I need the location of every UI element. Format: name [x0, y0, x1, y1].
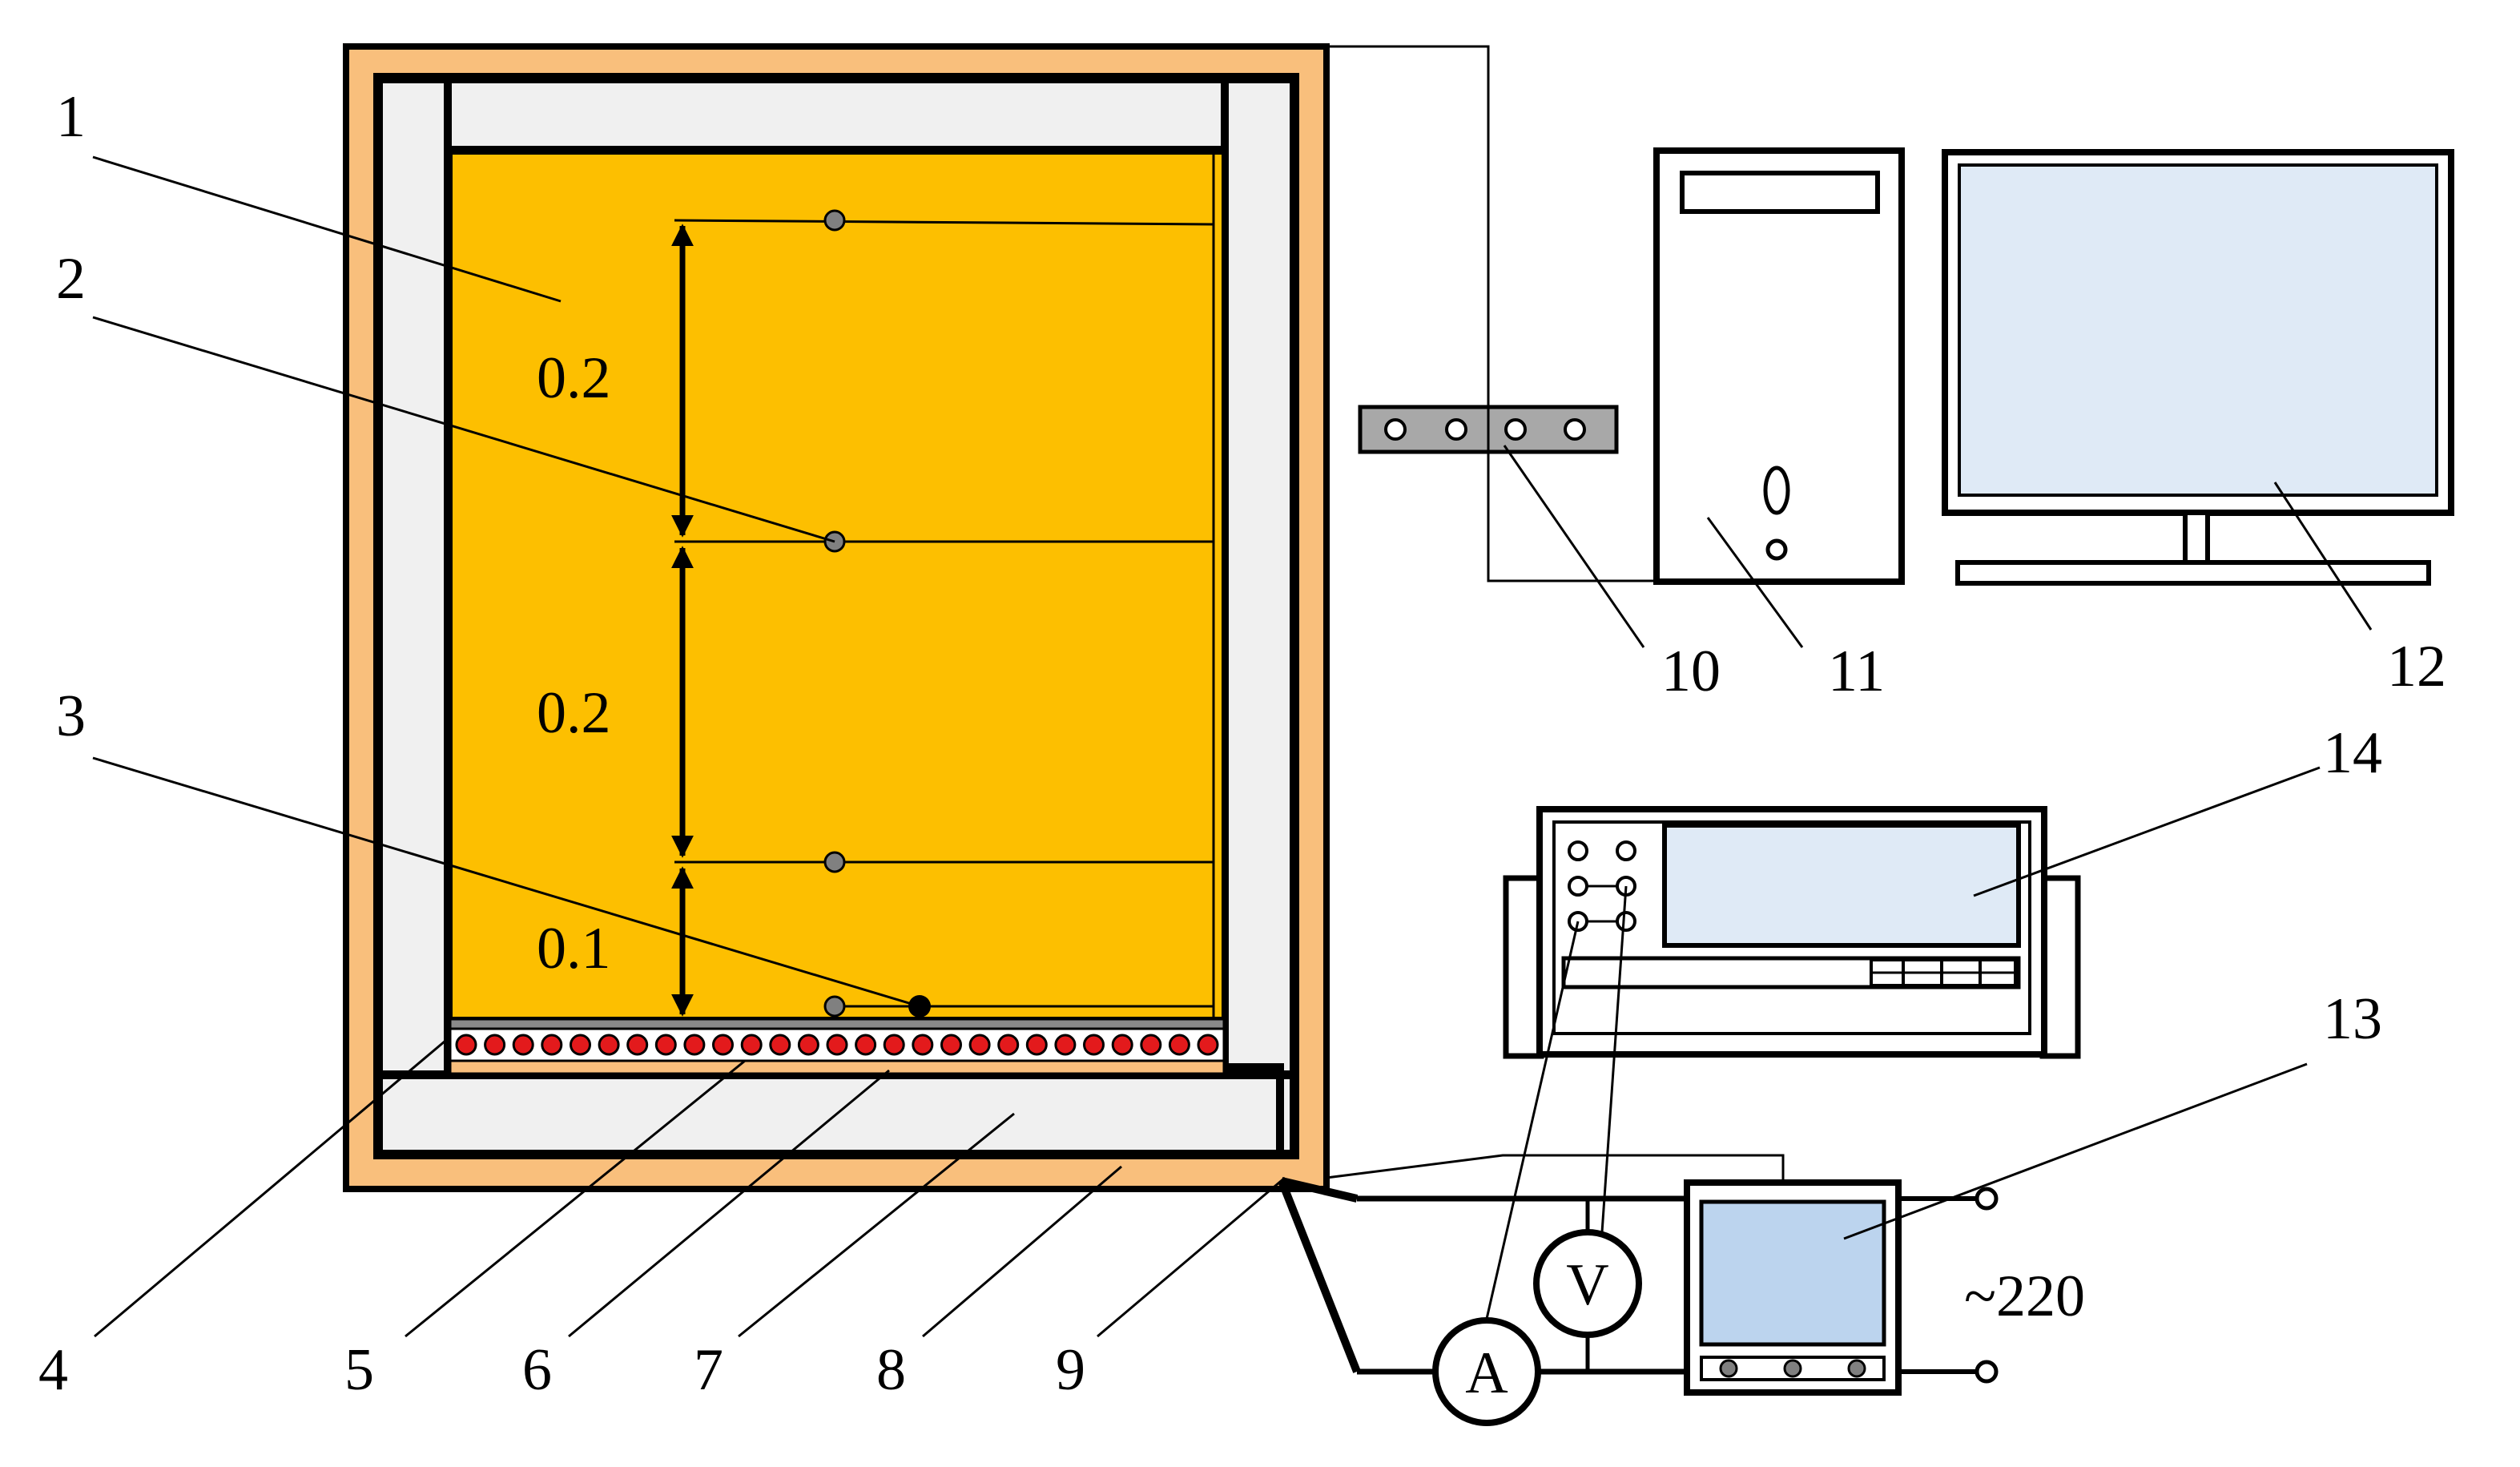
- heat-spreader-plate: [449, 1018, 1226, 1030]
- monitor-base: [1955, 560, 2431, 586]
- thermocouple-lower: [823, 851, 846, 873]
- heater-element-dot: [769, 1034, 791, 1056]
- heater-element-dot: [1054, 1034, 1077, 1056]
- heater-element-dot: [968, 1034, 991, 1056]
- voltmeter: V: [1533, 1229, 1642, 1338]
- power-lead: [1224, 1063, 1284, 1154]
- supply-voltage-label: ~220: [1964, 1263, 2085, 1329]
- leader-lines: [92, 155, 2373, 1338]
- insulation-right: [1222, 77, 1296, 1077]
- heater-element-dot: [626, 1034, 649, 1056]
- heater-element-dot: [683, 1034, 706, 1056]
- heater-element-dot: [855, 1034, 877, 1056]
- drive-bay: [1680, 171, 1880, 214]
- heater-element-dot: [484, 1034, 506, 1056]
- label-3: 3: [56, 683, 86, 749]
- logger-screen: [1662, 823, 2021, 948]
- label-6: 6: [522, 1337, 552, 1403]
- monitor-neck: [2183, 510, 2210, 565]
- heater-element-dot: [512, 1034, 534, 1056]
- test-sample: [448, 150, 1226, 1022]
- heater-element-dot: [1025, 1034, 1048, 1056]
- label-12: 12: [2387, 634, 2446, 699]
- monitor: [1942, 149, 2454, 586]
- dimension-arrows: 0.2 0.2 0.1: [537, 224, 694, 1017]
- part-labels: 1 2 3 4 5 6 7 8 9 10 11 12 13 14: [38, 84, 2446, 1403]
- logger-handle-left: [1503, 875, 1544, 1059]
- heater-element-dot: [654, 1034, 677, 1056]
- heater-element-dot: [598, 1034, 620, 1056]
- heater-element-dot: [740, 1034, 763, 1056]
- heater-element-dot: [997, 1034, 1020, 1056]
- label-2: 2: [56, 246, 86, 312]
- heater-element-dot: [1197, 1034, 1219, 1056]
- voltmeter-symbol: V: [1566, 1252, 1608, 1318]
- voltage-regulator: [1684, 1179, 1902, 1396]
- logger-handle-right: [2039, 875, 2081, 1059]
- supply-terminal-bottom: [1975, 1360, 1999, 1384]
- heater-element-dot: [1140, 1034, 1162, 1056]
- heater-element-dot: [912, 1034, 934, 1056]
- dimension-bottom-value: 0.1: [537, 916, 611, 981]
- heater-element-dot: [797, 1034, 819, 1056]
- ammeter: A: [1432, 1317, 1541, 1426]
- supply-terminal-top: [1975, 1187, 1999, 1211]
- signal-cable: [1326, 45, 1657, 582]
- thermocouples: [674, 209, 1214, 1018]
- power-button: [1763, 465, 1790, 515]
- indicator-light: [1765, 538, 1788, 561]
- monitor-screen: [1958, 163, 2438, 497]
- heater-elements: [455, 1034, 1219, 1056]
- ammeter-symbol: A: [1465, 1340, 1508, 1406]
- label-1: 1: [56, 84, 86, 150]
- heater-element-dot: [940, 1034, 962, 1056]
- insulation-top: [445, 77, 1227, 152]
- heater-element-dot: [1111, 1034, 1133, 1056]
- label-14: 14: [2323, 720, 2382, 786]
- label-7: 7: [694, 1337, 723, 1403]
- label-11: 11: [1828, 639, 1885, 704]
- heater-element-dot: [883, 1034, 905, 1056]
- label-8: 8: [876, 1337, 906, 1403]
- regulator-display: [1699, 1199, 1886, 1347]
- heater-element-dot: [455, 1034, 477, 1056]
- computer-tower: [1653, 147, 1905, 585]
- thermocouple-bottom: [823, 995, 846, 1018]
- heater-element-dot: [1168, 1034, 1190, 1056]
- heater-element-dot: [1083, 1034, 1105, 1056]
- thermocouple-top: [823, 209, 846, 232]
- data-logger: [1503, 806, 2081, 1059]
- dimension-middle-value: 0.2: [537, 680, 611, 746]
- label-4: 4: [38, 1337, 68, 1403]
- label-9: 9: [1056, 1337, 1085, 1403]
- heater-element-dot: [541, 1034, 563, 1056]
- insulation-left: [376, 77, 450, 1077]
- heater-base-plate: [449, 1059, 1226, 1075]
- heater-element-dot: [826, 1034, 848, 1056]
- label-10: 10: [1661, 639, 1721, 704]
- test-box: [343, 43, 1330, 1192]
- dimension-top-value: 0.2: [537, 345, 611, 411]
- label-5: 5: [344, 1337, 374, 1403]
- label-13: 13: [2323, 986, 2382, 1052]
- heater-element-dot: [712, 1034, 734, 1056]
- heater-element-dot: [570, 1034, 591, 1056]
- power-circuit: [1278, 885, 1999, 1384]
